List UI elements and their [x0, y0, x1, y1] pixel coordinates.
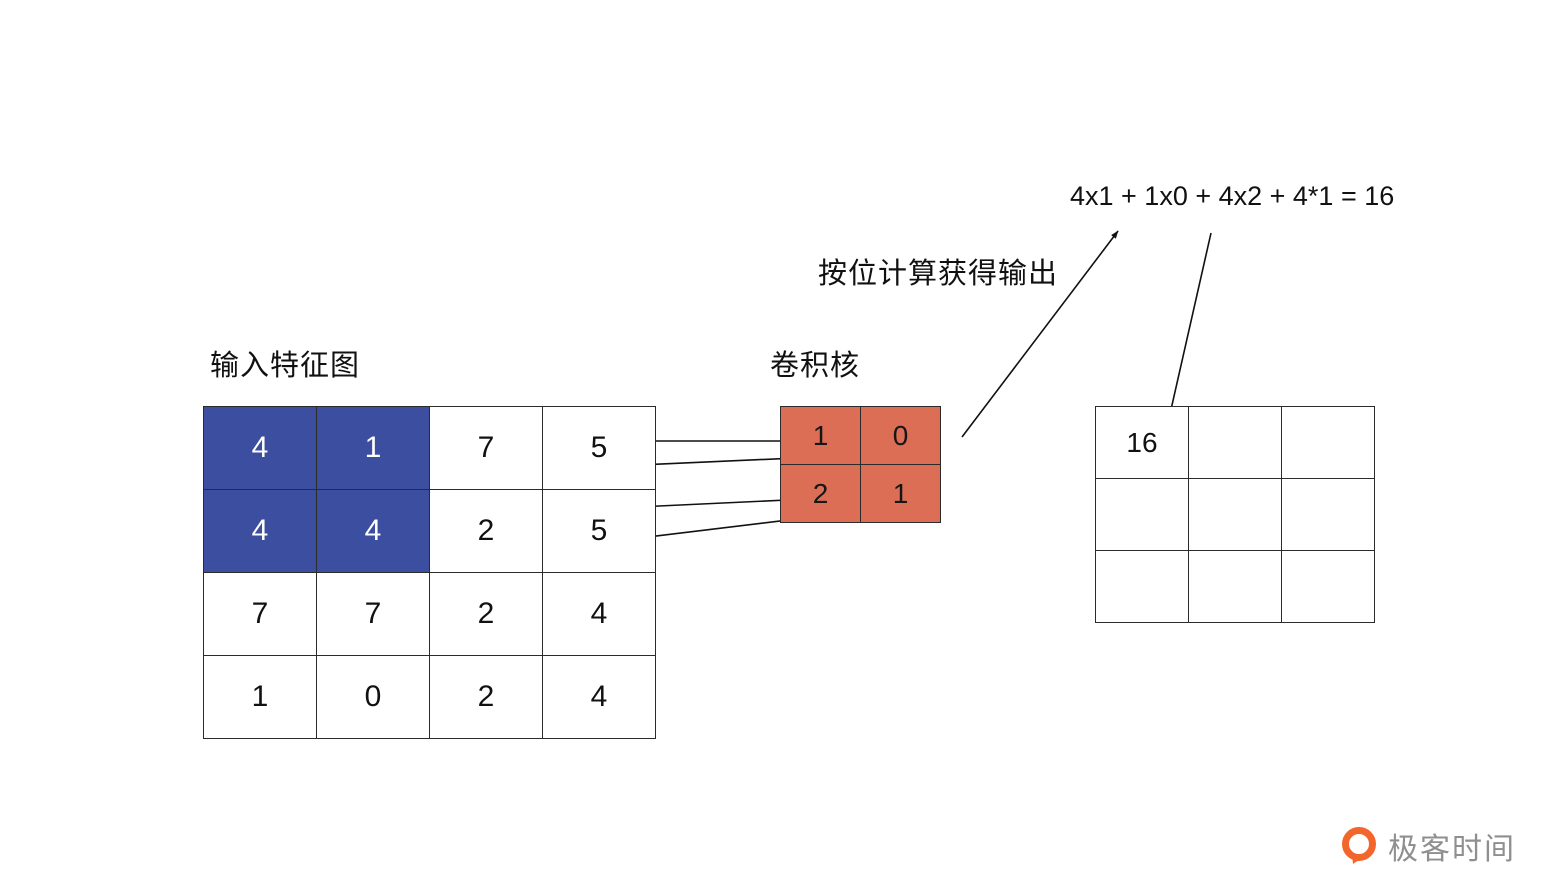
- output-cell: 16: [1096, 407, 1189, 479]
- input-cell: 5: [543, 407, 656, 490]
- output-cell: [1282, 551, 1375, 623]
- formula-text: 4x1 + 1x0 + 4x2 + 4*1 = 16: [1070, 181, 1395, 211]
- input-cell: 7: [204, 573, 317, 656]
- input-cell: 4: [317, 490, 430, 573]
- output-cell: [1282, 479, 1375, 551]
- input-cell: 4: [543, 656, 656, 739]
- geektime-logo-icon: [1342, 827, 1376, 864]
- kernel-label: 卷积核: [770, 350, 861, 382]
- kernel-cell: 1: [861, 465, 941, 523]
- input-cell: 1: [317, 407, 430, 490]
- output-cell: [1189, 407, 1282, 479]
- kernel-cell: 1: [781, 407, 861, 465]
- input-feature-map: 4 1 7 5 4 4 2 5 7 7 2 4 1 0 2 4: [203, 406, 656, 739]
- input-map-label: 输入特征图: [210, 350, 361, 382]
- output-feature-map: 16: [1095, 406, 1375, 623]
- input-cell: 5: [543, 490, 656, 573]
- output-cell: [1096, 551, 1189, 623]
- input-cell: 4: [543, 573, 656, 656]
- input-cell: 1: [204, 656, 317, 739]
- caption-text: 按位计算获得输出: [818, 258, 1059, 290]
- output-cell: [1096, 479, 1189, 551]
- input-cell: 4: [204, 490, 317, 573]
- geektime-logo: 极客时间: [1340, 824, 1516, 868]
- input-cell: 7: [430, 407, 543, 490]
- geektime-logo-text: 极客时间: [1388, 833, 1516, 866]
- output-cell: [1282, 407, 1375, 479]
- kernel-cell: 0: [861, 407, 941, 465]
- input-cell: 7: [317, 573, 430, 656]
- kernel-cell: 2: [781, 465, 861, 523]
- output-cell: [1189, 479, 1282, 551]
- input-cell: 4: [204, 407, 317, 490]
- convolution-kernel: 1 0 2 1: [780, 406, 941, 523]
- input-cell: 2: [430, 490, 543, 573]
- input-cell: 2: [430, 656, 543, 739]
- input-cell: 2: [430, 573, 543, 656]
- input-cell: 0: [317, 656, 430, 739]
- output-cell: [1189, 551, 1282, 623]
